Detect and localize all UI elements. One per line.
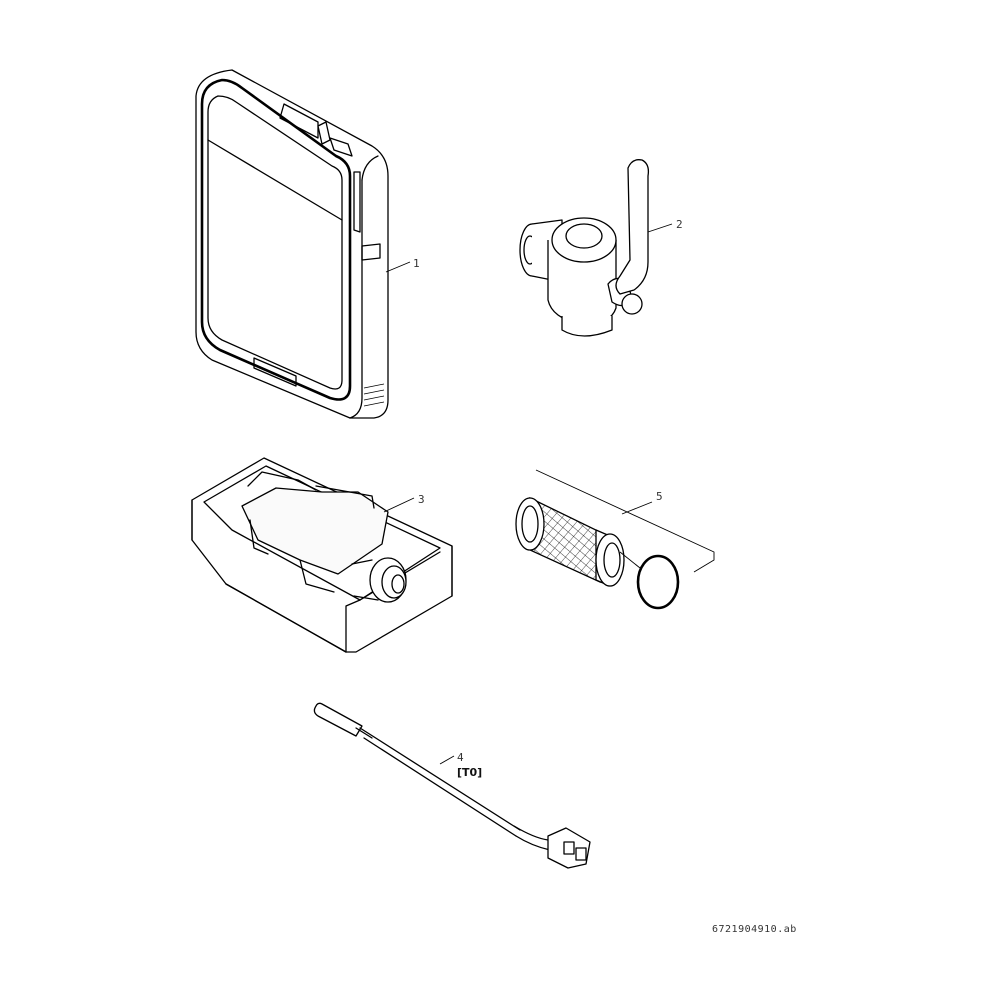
part-2-ball-valve: 2	[519, 159, 683, 337]
part-4-tag: [T0]	[457, 766, 482, 779]
part-3-pump-housing: 3	[191, 457, 453, 653]
part-4-number: 4	[457, 751, 464, 764]
part-2-number: 2	[676, 218, 683, 231]
figure-reference: 6721904910.ab	[712, 924, 797, 935]
part-4-temperature-sensor: 4 [T0]	[313, 702, 591, 869]
part-3-number: 3	[418, 493, 425, 506]
part-5-filter-set: 5	[515, 469, 715, 610]
part-1-control-unit: 1	[195, 69, 420, 419]
part-1-number: 1	[413, 257, 420, 270]
part-5-number: 5	[656, 490, 663, 503]
